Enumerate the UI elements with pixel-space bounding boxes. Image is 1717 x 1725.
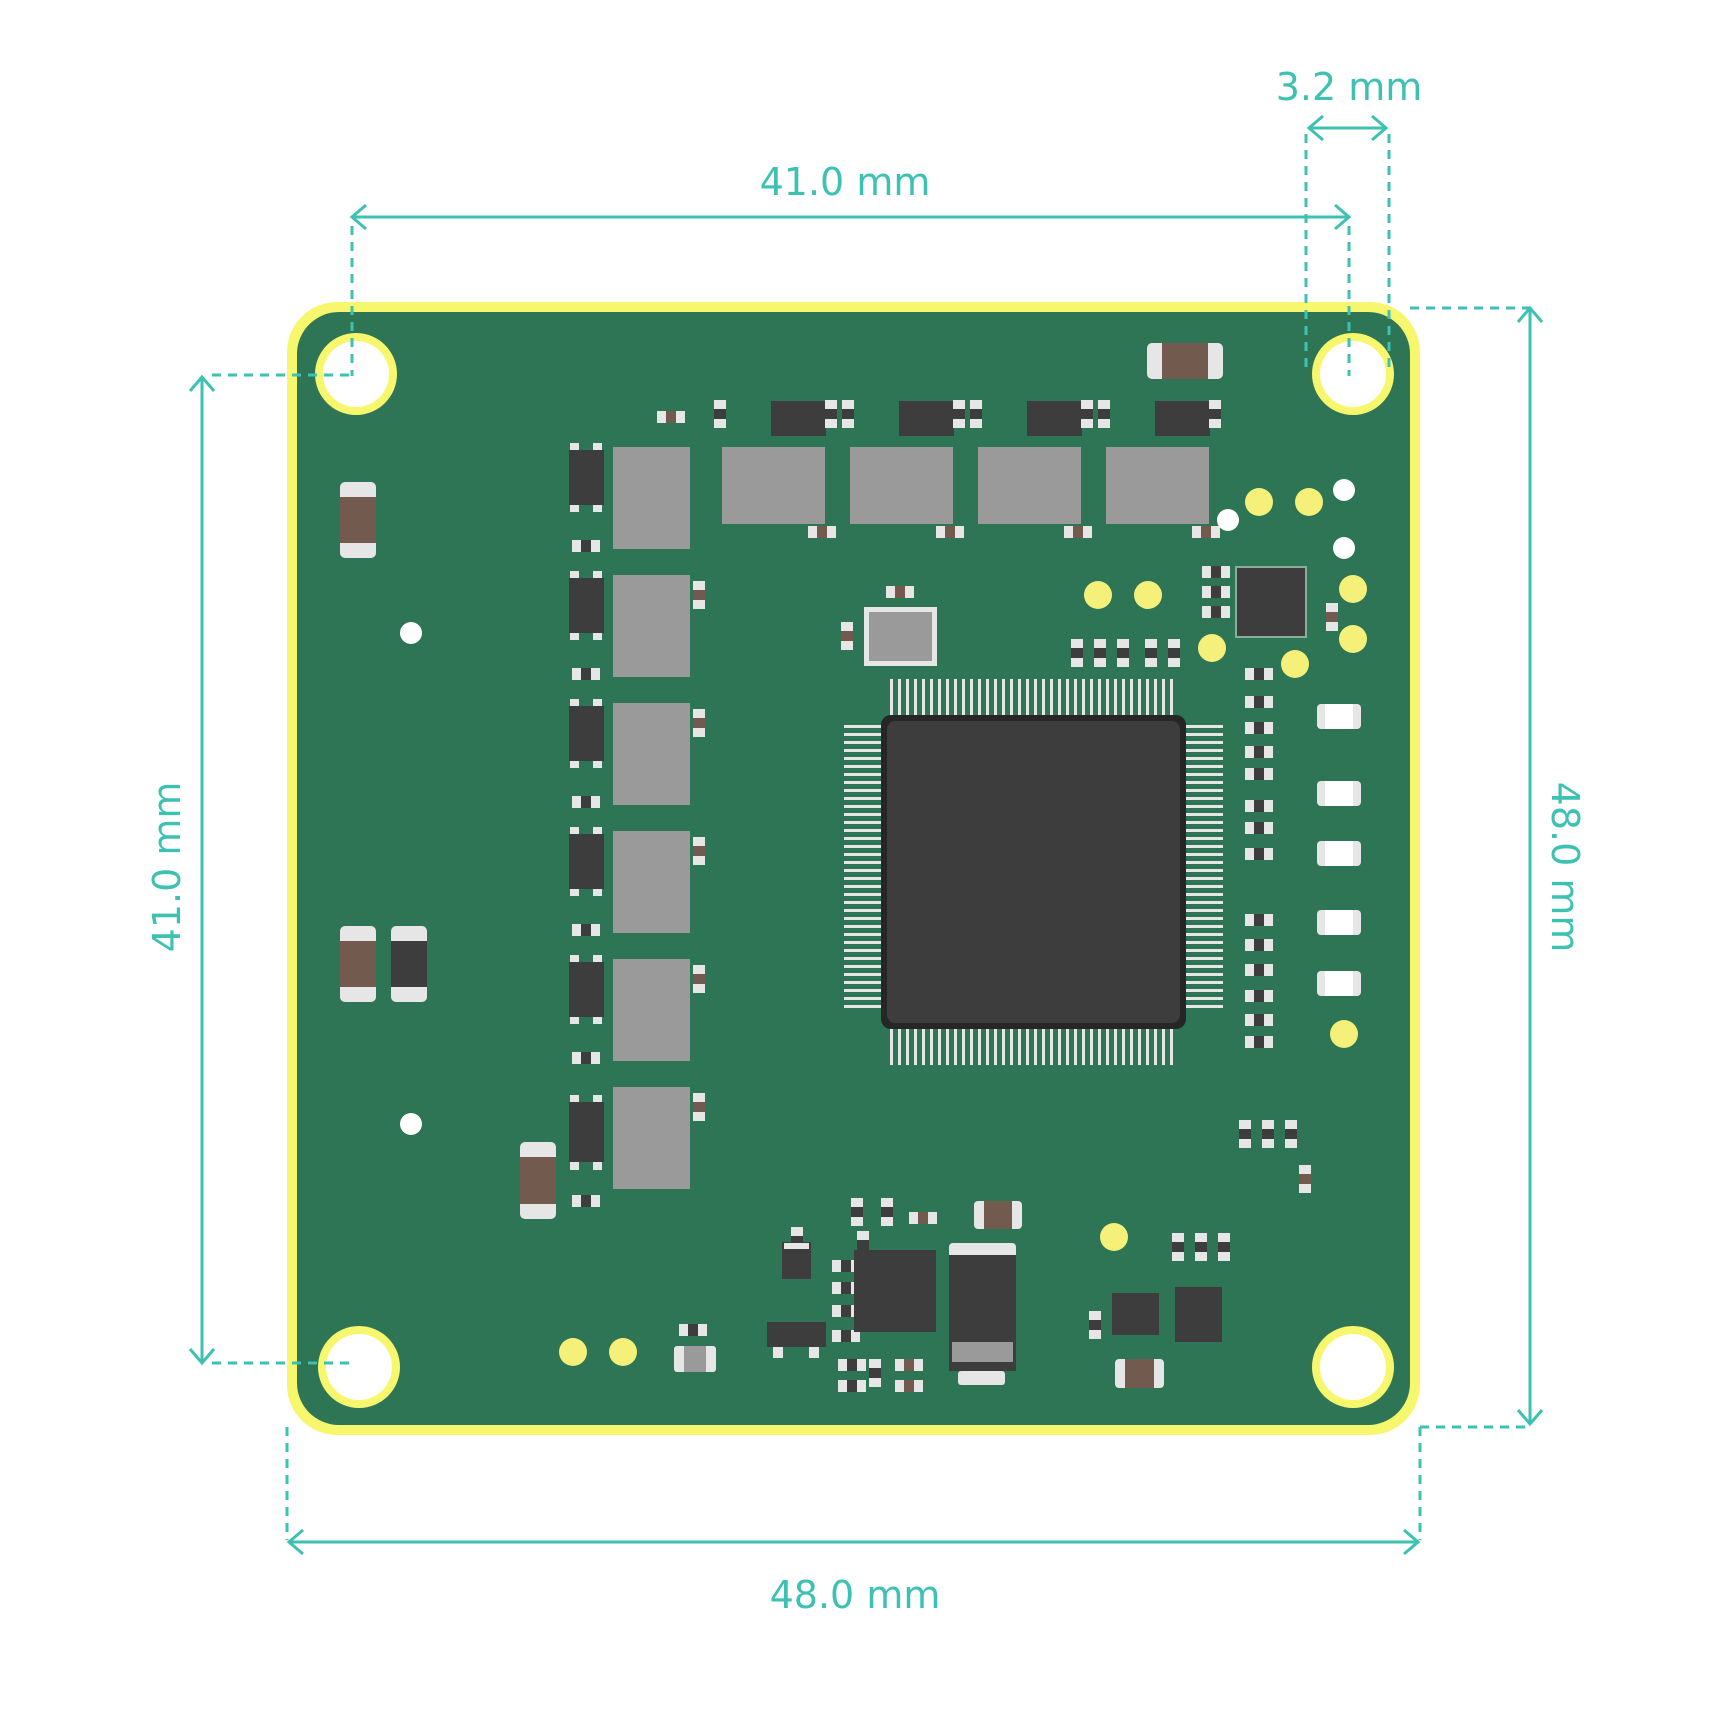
transistors (569, 401, 1210, 1170)
dimension-lines (188, 114, 1544, 1556)
board-height-label: 48.0 mm (1543, 782, 1587, 953)
inductors (613, 447, 1209, 1189)
hole-spacing-vertical-label: 41.0 mm (145, 782, 189, 953)
mounting-holes (315, 333, 1394, 1408)
dimension-labels: 3.2 mm 41.0 mm 41.0 mm 48.0 mm 48.0 mm (145, 65, 1587, 1617)
leds (1317, 704, 1361, 996)
chip-pins (844, 679, 1223, 1065)
hole-diameter-label: 3.2 mm (1276, 65, 1423, 109)
main-processor-chip (844, 679, 1223, 1065)
board-width-label: 48.0 mm (770, 1573, 941, 1617)
hole-spacing-horizontal-label: 41.0 mm (760, 160, 931, 204)
power-section (767, 1242, 1222, 1385)
capacitors (340, 343, 1223, 1388)
test-points (400, 479, 1367, 1366)
small-ic (1235, 566, 1307, 638)
crystal-oscillator (864, 607, 937, 666)
